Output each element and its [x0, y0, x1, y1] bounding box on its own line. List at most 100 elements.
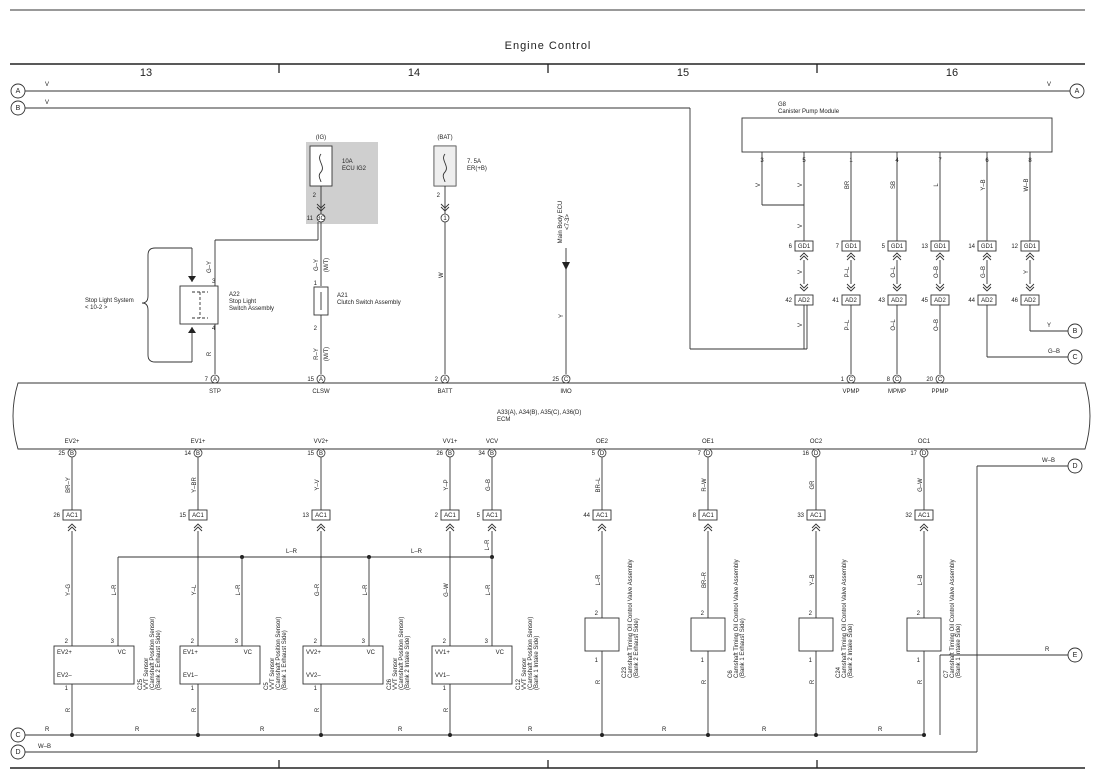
ac1-chevron — [487, 523, 497, 532]
ad2-tag: AD2 — [845, 298, 857, 304]
ac1-upper-color: GR — [810, 480, 816, 490]
ecm-bot-conn: D — [922, 451, 927, 457]
ecm-bot-pin-label: OE1 — [702, 439, 715, 445]
ecm-bottom-pins: EV2+B25EV1+B14VV2+B15VV1+B26VCVB34OE2D5O… — [58, 439, 931, 458]
column-dividers — [278, 64, 818, 768]
ocv-signal-color: BR–R — [702, 571, 708, 588]
ecm-top-pin-num: 20 — [926, 377, 933, 383]
ad2-chevron — [892, 283, 902, 292]
ecm-bot-conn: D — [814, 451, 819, 457]
vvt-pin-1: 1 — [443, 686, 447, 692]
bat-fuse-mark: 1 — [443, 216, 447, 222]
ecm-top-pin-num: 2 — [435, 377, 439, 383]
ground-junction — [196, 733, 200, 737]
stop-light-name1: Stop Light — [229, 299, 256, 305]
ecm-bot-conn: B — [319, 451, 323, 457]
vvt-vc-color: L–R — [112, 584, 118, 596]
ecm-top-pin-label: STP — [209, 389, 221, 395]
ocv-id: C7 — [944, 670, 950, 678]
vvt-vc-color: L–R — [363, 584, 369, 596]
ad2-tag: AD2 — [891, 298, 903, 304]
ecm-outline — [12, 382, 1091, 450]
canister-mid-color: G–B — [981, 266, 987, 278]
gd1-pin: 7 — [836, 244, 840, 250]
ad2-tag: AD2 — [934, 298, 946, 304]
ac1-tag-box — [592, 509, 612, 521]
ocv-pin-1: 1 — [595, 658, 599, 664]
ecm-bot-conn: D — [706, 451, 711, 457]
ocv-ground-color: R — [596, 679, 602, 684]
ecm-top-conn-circle — [440, 374, 450, 384]
ad2-tag: AD2 — [981, 298, 993, 304]
clutch-pin-2: 2 — [314, 326, 318, 332]
canister-mid-color: V — [798, 270, 804, 274]
clutch-wire-bot: R–Y — [314, 348, 320, 360]
vvt-sensor-title: VVT Sensor — [393, 658, 399, 690]
bus-letter-left-d: D — [15, 749, 20, 756]
ground-junction — [70, 733, 74, 737]
canister-wire-color: V — [756, 183, 762, 187]
vvt-pin-neg: VV2– — [306, 673, 321, 679]
gd1-chevron — [846, 252, 856, 261]
vvt-signal-color: G–R — [315, 583, 321, 596]
ground-junction — [814, 733, 818, 737]
ecm-name: ECM — [497, 417, 510, 423]
ig-fuse-supply: (IG) — [316, 135, 326, 141]
ecm-top-pin-num: 8 — [887, 377, 891, 383]
ecm-bot-conn: B — [196, 451, 200, 457]
vvt-sensor-id: C25 — [138, 678, 144, 690]
ecm-top-pin-label: MPMP — [888, 389, 906, 395]
canister-mid-color: O–L — [891, 266, 897, 278]
ecm-top-pin-num: 7 — [205, 377, 209, 383]
vvt-sensor-box — [431, 645, 513, 685]
gd1-pin: 12 — [1011, 244, 1018, 250]
vvt-sensor-box — [302, 645, 384, 685]
ecm-top-conn: C — [895, 377, 900, 383]
bus-c-color: R — [260, 727, 265, 733]
ecm-bot-pin-label: OC2 — [810, 439, 823, 445]
canister-mid-color: P–L — [845, 266, 851, 277]
ecm-top-conn: A — [213, 377, 217, 383]
canister-id: G8 — [778, 102, 787, 108]
ad2-chevron — [935, 283, 945, 292]
bus-e-color: R — [1045, 647, 1050, 653]
ac1-upper-color: Y–BR — [192, 477, 198, 493]
ocv-signal-color: L–B — [918, 575, 924, 586]
ac1-chevron — [597, 523, 607, 532]
vc-bus-label-1: L–R — [286, 549, 298, 555]
canister-bot-color: O–B — [934, 319, 940, 331]
ig-fuse-pin: 2 — [313, 193, 317, 199]
stop-light-system-ref: < 10-2 > — [85, 305, 108, 311]
bus-a-color-left: V — [45, 82, 49, 88]
bat-fuse-icon — [442, 153, 447, 183]
canister-wire-color: L — [934, 183, 940, 187]
ocv-id: C23 — [622, 666, 628, 678]
ac1-tag: AC1 — [918, 513, 930, 519]
ecm-top-pin-num: 25 — [552, 377, 559, 383]
bus-a-color-right: V — [1047, 82, 1051, 88]
canister-bot-color: O–L — [891, 319, 897, 331]
ecm-top-conn-circle — [210, 374, 220, 384]
vvt-sensor-box — [53, 645, 135, 685]
vvt-ground-color: R — [444, 707, 450, 712]
vvt-pin-3: 3 — [362, 639, 366, 645]
vvt-sensor-id: C26 — [387, 678, 393, 690]
bus-c-color: R — [762, 727, 767, 733]
bus-letter-left-c: C — [15, 732, 20, 739]
ocv-pin-2: 2 — [595, 611, 599, 617]
vvt-sensor-title: VVT Sensor — [144, 658, 150, 690]
gd1-pin: 14 — [968, 244, 975, 250]
vvt-sensor-sub1: (Camshaft Position Sensor) — [276, 617, 282, 690]
ac1-pin: 15 — [179, 513, 186, 519]
canister-wire-color: W–B — [1024, 178, 1030, 191]
bus-letter-left-a: A — [16, 88, 21, 95]
gd1-tag: GD1 — [845, 244, 858, 250]
ocv-signal-color: L–R — [596, 574, 602, 586]
vvt-sensor-sub2: (Bank 2 Intake Side) — [405, 636, 411, 690]
bat-fuse-connector — [440, 203, 450, 212]
ecm-bot-pin-num: 14 — [184, 451, 191, 457]
vvt-ground-color: R — [66, 707, 72, 712]
